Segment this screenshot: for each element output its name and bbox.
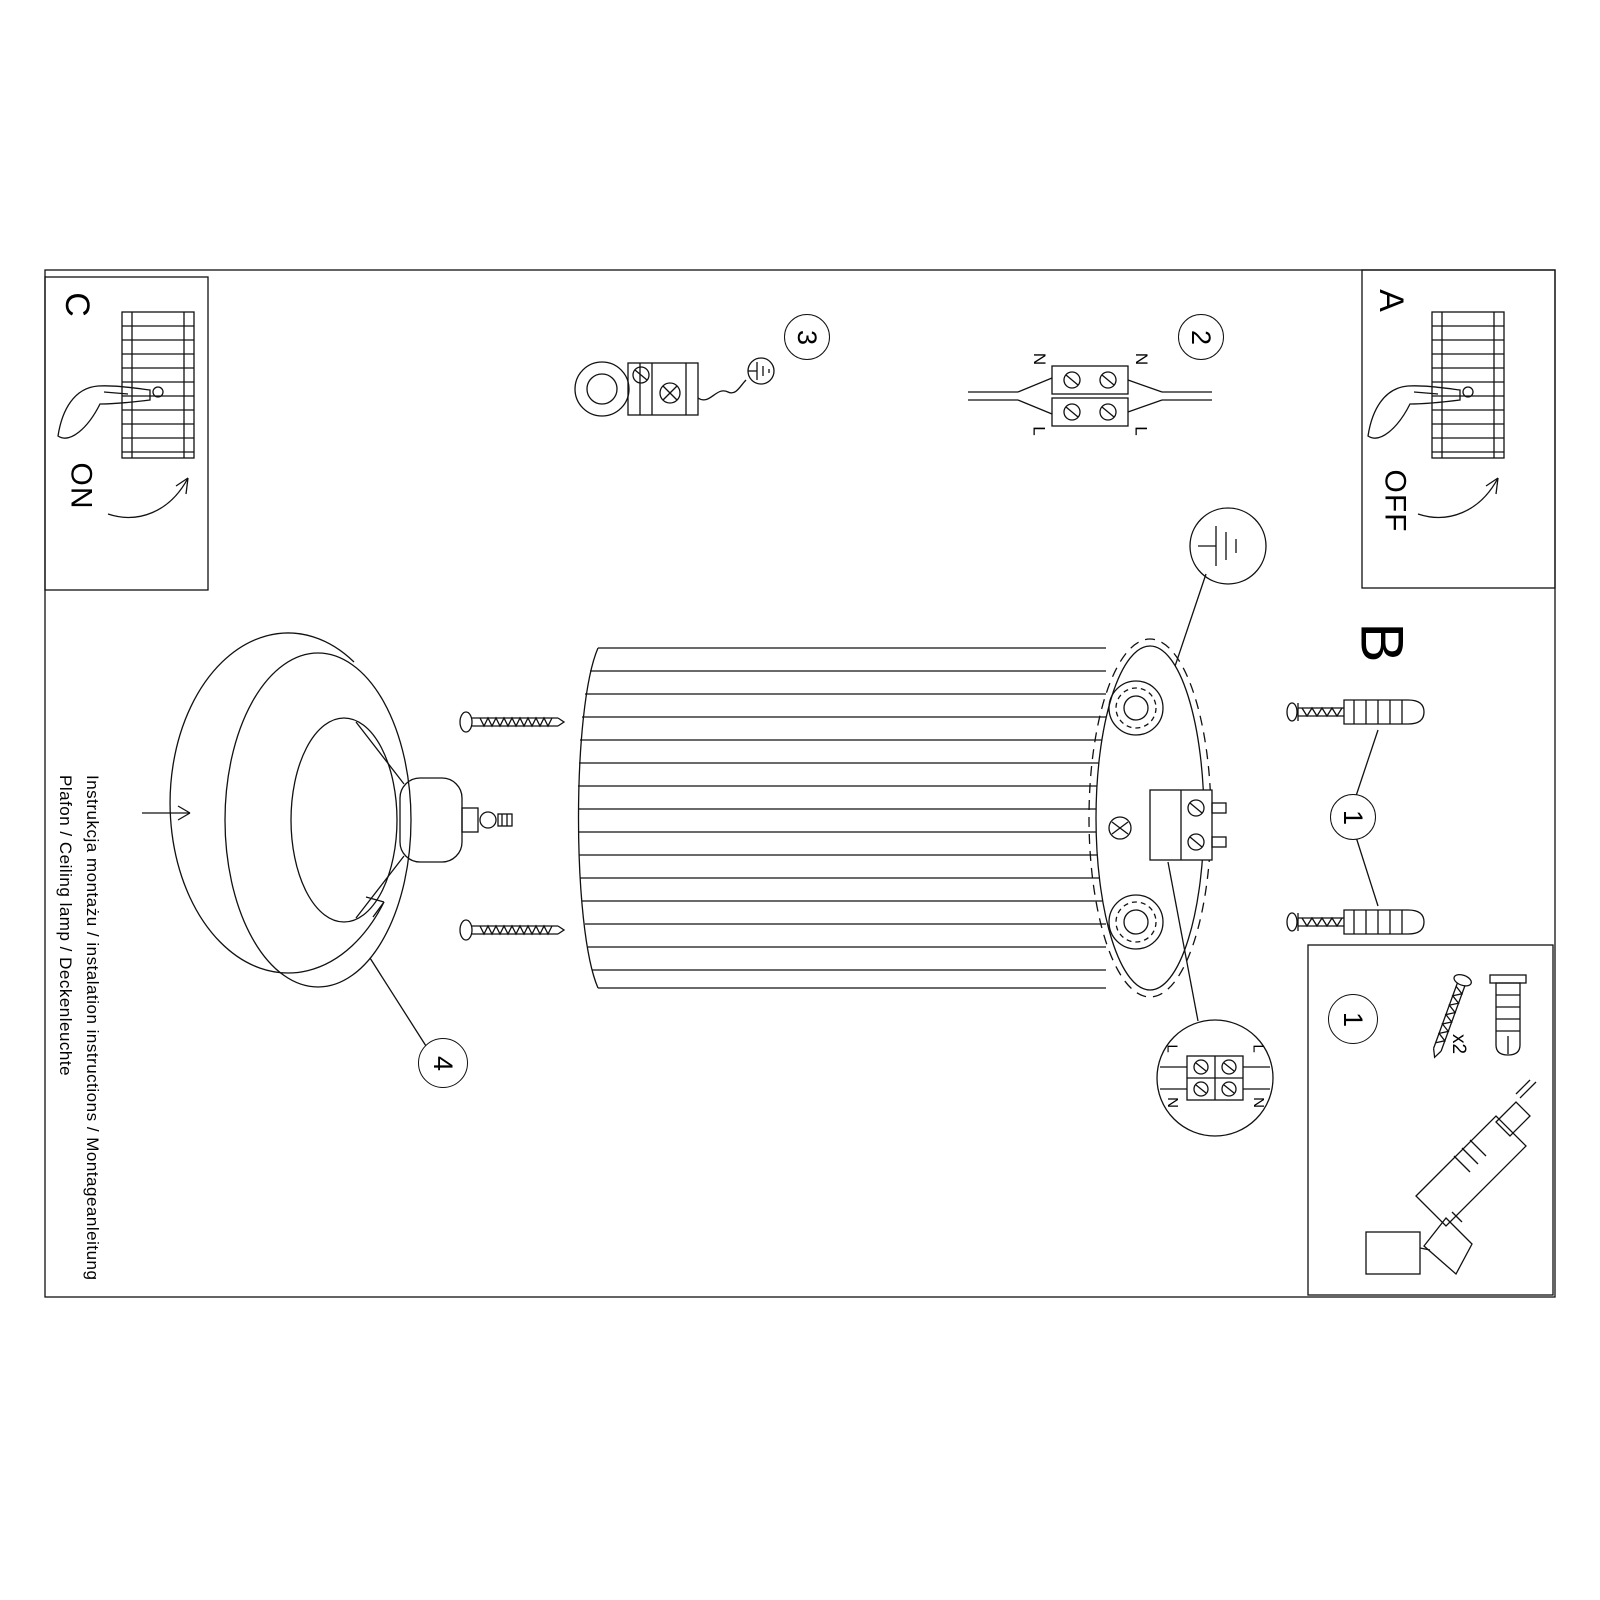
wire-label-l-right: L <box>1132 426 1151 436</box>
detail-label-l-left: L <box>1163 1043 1181 1053</box>
step2-badge: 2 <box>1178 314 1224 360</box>
step1-parts-badge: 1 <box>1328 994 1378 1044</box>
page-border <box>44 269 1556 1298</box>
switch-state-off: OFF <box>1378 469 1411 533</box>
document-footer: Instrukcja montażu / instalation instruc… <box>52 775 106 1285</box>
anchor-quantity-label: x2 <box>1447 1033 1469 1055</box>
wire-label-n-right: N <box>1132 352 1151 366</box>
switch-state-on: ON <box>64 462 97 510</box>
step3-lamp-holder <box>574 357 775 417</box>
step1-badge: 1 <box>1330 794 1376 840</box>
instructions-title: Instrukcja montażu / instalation instruc… <box>83 775 102 1281</box>
wall-anchors <box>1286 699 1425 935</box>
product-title: Plafon / Ceiling lamp / Deckenleuchte <box>56 775 75 1077</box>
wire-label-l-left: L <box>1030 426 1049 436</box>
step4-badge: 4 <box>418 1038 468 1088</box>
drill-icon <box>1365 1079 1537 1276</box>
parts-box <box>1307 944 1554 1296</box>
section-b-label: B <box>1348 621 1416 663</box>
section-c-panel <box>44 276 209 591</box>
section-a-label: A <box>1371 288 1410 312</box>
terminal-detail-callout <box>1156 1019 1274 1137</box>
lamp-body-cylinder <box>577 647 1106 989</box>
wire-label-n-left: N <box>1030 352 1049 366</box>
detail-label-l-right: L <box>1249 1043 1267 1053</box>
detail-label-n-left: N <box>1163 1096 1181 1108</box>
mounting-plate <box>1088 638 1227 1022</box>
detail-label-n-right: N <box>1249 1096 1267 1108</box>
section-c-label: C <box>57 291 96 317</box>
shade-cone <box>142 632 513 1047</box>
fixing-screws <box>459 711 566 941</box>
step2-terminal-connector <box>968 365 1212 427</box>
step3-badge: 3 <box>784 314 830 360</box>
section-a-panel <box>1361 269 1556 589</box>
